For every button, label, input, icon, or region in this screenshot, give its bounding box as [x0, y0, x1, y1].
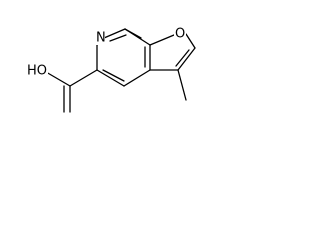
- oxygen-label: O: [175, 27, 185, 42]
- hydroxyl-label: HO: [27, 64, 47, 79]
- bond-c1-n: [103, 28, 126, 39]
- bond-c2f-c3f: [177, 47, 196, 71]
- bond-c7a-o: [149, 34, 175, 46]
- bond-c4-c4a: [123, 69, 151, 87]
- bond-o-c2f: [185, 33, 196, 49]
- chemical-structure: N O HO: [26, 27, 196, 113]
- bond-methyl: [177, 69, 187, 101]
- bond-c-oh: [45, 71, 71, 87]
- bond-c5-carboxyl: [69, 69, 98, 87]
- nitrogen-label: N: [96, 31, 106, 46]
- bond-c3-c4-inner: [102, 69, 125, 82]
- bond-c1-n-inner: [109, 34, 127, 42]
- bond-c3-c4: [96, 69, 125, 87]
- bond-c2f-c3f-inner: [175, 49, 190, 67]
- bond-c7a-c7: [124, 28, 151, 46]
